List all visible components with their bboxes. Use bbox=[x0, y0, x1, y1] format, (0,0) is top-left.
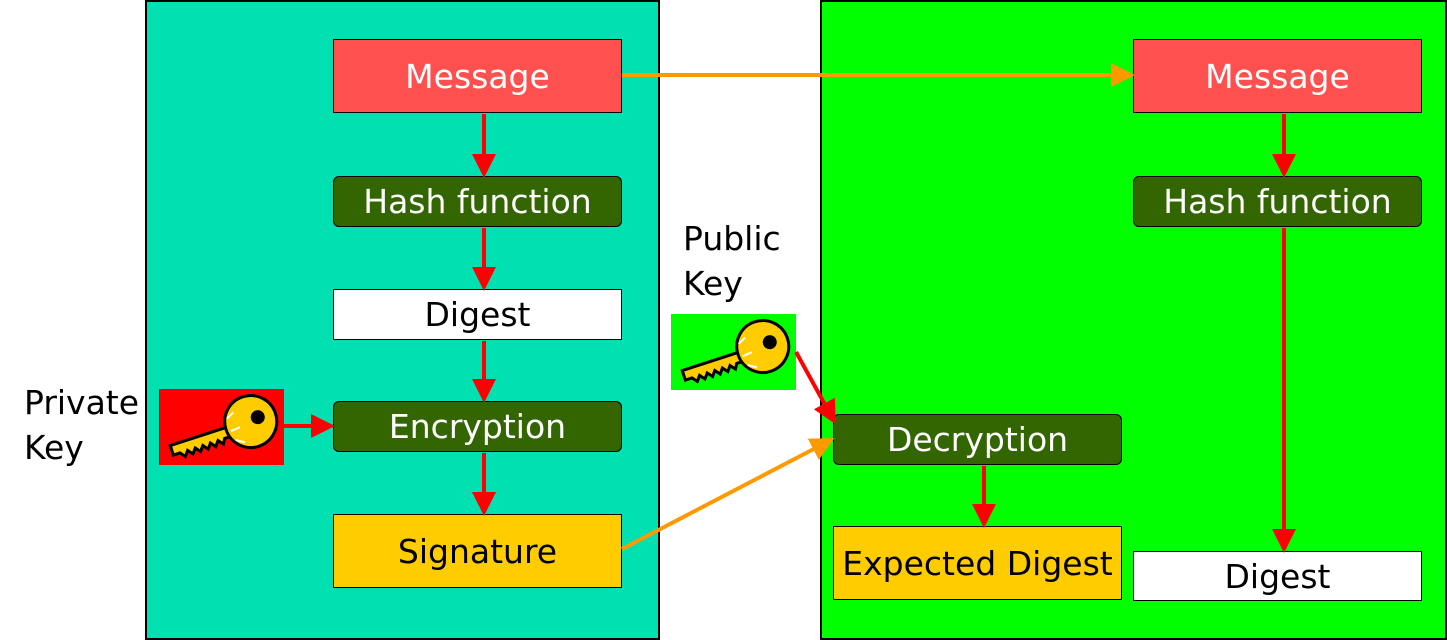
sender-message-label: Message bbox=[405, 56, 550, 96]
arrow-signature-to-decryption bbox=[621, 438, 835, 551]
public-key-label-line1: Public bbox=[683, 219, 781, 258]
private-key-icon-frame bbox=[159, 389, 284, 465]
sender-digest-box: Digest bbox=[333, 289, 622, 340]
private-key-icon bbox=[168, 394, 279, 459]
sender-message-box: Message bbox=[333, 39, 622, 113]
public-key-label-line2: Key bbox=[683, 264, 743, 303]
receiver-digest-box: Digest bbox=[1133, 551, 1422, 601]
expected-digest-label: Expected Digest bbox=[842, 543, 1113, 583]
signature-label: Signature bbox=[397, 531, 558, 571]
private-key-label-line2: Key bbox=[24, 428, 84, 467]
public-key-label: Public Key bbox=[683, 216, 781, 306]
sender-hash-function-label: Hash function bbox=[363, 182, 592, 221]
decryption-label: Decryption bbox=[886, 420, 1069, 459]
arrow-public-key-to-decryption bbox=[794, 351, 836, 425]
sender-digest-label: Digest bbox=[424, 295, 531, 334]
sender-hash-function-box: Hash function bbox=[333, 176, 622, 227]
expected-digest-box: Expected Digest bbox=[833, 526, 1122, 600]
receiver-hash-function-label: Hash function bbox=[1163, 182, 1392, 221]
decryption-box: Decryption bbox=[833, 414, 1122, 465]
private-key-label-line1: Private bbox=[24, 383, 140, 422]
private-key-label: Private Key bbox=[24, 380, 139, 470]
encryption-box: Encryption bbox=[333, 401, 622, 452]
receiver-digest-label: Digest bbox=[1224, 556, 1331, 596]
public-key-icon bbox=[680, 319, 791, 384]
public-key-icon-frame bbox=[671, 314, 796, 390]
receiver-message-box: Message bbox=[1133, 39, 1422, 113]
signature-box: Signature bbox=[333, 514, 622, 588]
encryption-label: Encryption bbox=[388, 407, 567, 446]
receiver-hash-function-box: Hash function bbox=[1133, 176, 1422, 227]
receiver-message-label: Message bbox=[1205, 56, 1350, 96]
